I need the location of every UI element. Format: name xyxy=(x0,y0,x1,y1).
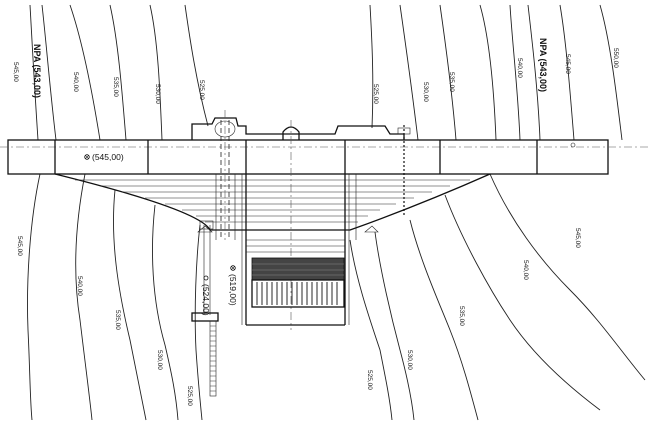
contour-label: 540,00 xyxy=(76,276,83,296)
contour-line xyxy=(75,173,93,421)
crest-outline xyxy=(7,139,609,175)
contour-label: 540,00 xyxy=(72,72,79,92)
outlet-elevation: (524,00) xyxy=(201,275,211,316)
baffle-blocks xyxy=(256,282,338,305)
dam-body xyxy=(54,173,491,231)
contour-labels-top: 545,00 540,00 535,00 530,00 525,00 525,0… xyxy=(12,48,619,104)
contour-line xyxy=(109,4,127,141)
outlet-channel xyxy=(209,320,217,397)
outlet-head xyxy=(199,220,214,230)
contour-line xyxy=(374,231,415,421)
contour-label: 545,00 xyxy=(564,54,571,74)
contour-line xyxy=(489,173,646,381)
contours-downstream xyxy=(27,173,646,421)
spillway-elevation-label: (519,00) xyxy=(228,274,238,306)
contour-label: 530,00 xyxy=(406,350,413,370)
contour-label: 545,00 xyxy=(16,236,23,256)
instrument-box xyxy=(397,127,411,135)
spot-marker-icon xyxy=(203,275,209,281)
contour-label: 530,00 xyxy=(422,82,429,102)
spillway-elevation: (519,00) xyxy=(228,265,238,306)
contour-label: 530,00 xyxy=(156,350,163,370)
contour-line xyxy=(113,189,147,421)
contour-labels-bottom: 545,00 540,00 535,00 530,00 525,00 525,0… xyxy=(16,228,581,406)
contour-label: 545,00 xyxy=(12,62,19,82)
npa-label-right: NPA (543,00) xyxy=(538,38,548,92)
dam-crest xyxy=(0,139,650,175)
contours-upstream xyxy=(29,4,623,141)
contour-line xyxy=(399,4,419,141)
crest-elevation-label: (545,00) xyxy=(92,152,124,162)
contour-line xyxy=(439,4,457,141)
outlet-elevation-label: (524,00) xyxy=(201,284,211,316)
contour-line xyxy=(599,4,623,141)
contour-label: 535,00 xyxy=(112,77,119,97)
contour-label: 540,00 xyxy=(522,260,529,280)
left-abutment-mark xyxy=(197,225,213,233)
contour-label: 535,00 xyxy=(458,306,465,326)
contour-label: 550,00 xyxy=(612,48,619,68)
contour-label: 525,00 xyxy=(186,386,193,406)
contour-label: 545,00 xyxy=(574,228,581,248)
spot-marker-icon xyxy=(84,154,90,160)
spot-marker-icon xyxy=(230,265,236,271)
contour-label: 535,00 xyxy=(114,310,121,330)
contour-label: 525,00 xyxy=(366,370,373,390)
contour-label: 540,00 xyxy=(516,58,523,78)
contour-line xyxy=(29,4,39,141)
contour-line xyxy=(509,4,521,141)
contour-line xyxy=(152,204,179,421)
contour-line xyxy=(479,4,497,141)
water-level-labels: NPA (543,00) NPA (543,00) xyxy=(32,38,548,98)
contour-line xyxy=(527,4,541,141)
crest-elevation: (545,00) xyxy=(84,152,124,162)
contour-label: 525,00 xyxy=(198,80,205,100)
spillway-chute xyxy=(215,140,357,325)
outlet-structure xyxy=(191,312,219,322)
channel-ticks xyxy=(210,325,216,392)
contour-line xyxy=(149,4,163,141)
spot-elevations: (545,00) (519,00) (524,00) xyxy=(84,152,238,316)
outlet-conduit xyxy=(191,120,230,397)
contour-label: 535,00 xyxy=(448,72,455,92)
contour-line xyxy=(349,239,393,421)
contour-line xyxy=(194,224,203,421)
spillway-head xyxy=(191,110,405,330)
npa-label-left: NPA (543,00) xyxy=(32,44,42,98)
contour-line xyxy=(444,194,601,411)
contour-label: 530,00 xyxy=(154,84,161,104)
contour-line xyxy=(559,4,575,141)
right-abutment-mark xyxy=(364,225,379,233)
basin-hatch xyxy=(251,257,345,281)
crest-marker xyxy=(570,142,576,148)
contour-line xyxy=(27,173,41,421)
head-outline xyxy=(191,117,405,140)
stilling-basin xyxy=(246,257,345,326)
downstream-face xyxy=(54,173,491,231)
basin-end-sill xyxy=(251,279,345,308)
contour-label: 525,00 xyxy=(372,84,379,104)
contour-line xyxy=(41,4,57,141)
contour-line xyxy=(184,4,209,127)
contour-line xyxy=(369,4,374,129)
right-instrument-line xyxy=(197,125,411,233)
contour-line xyxy=(409,219,479,421)
contour-line xyxy=(69,4,101,141)
